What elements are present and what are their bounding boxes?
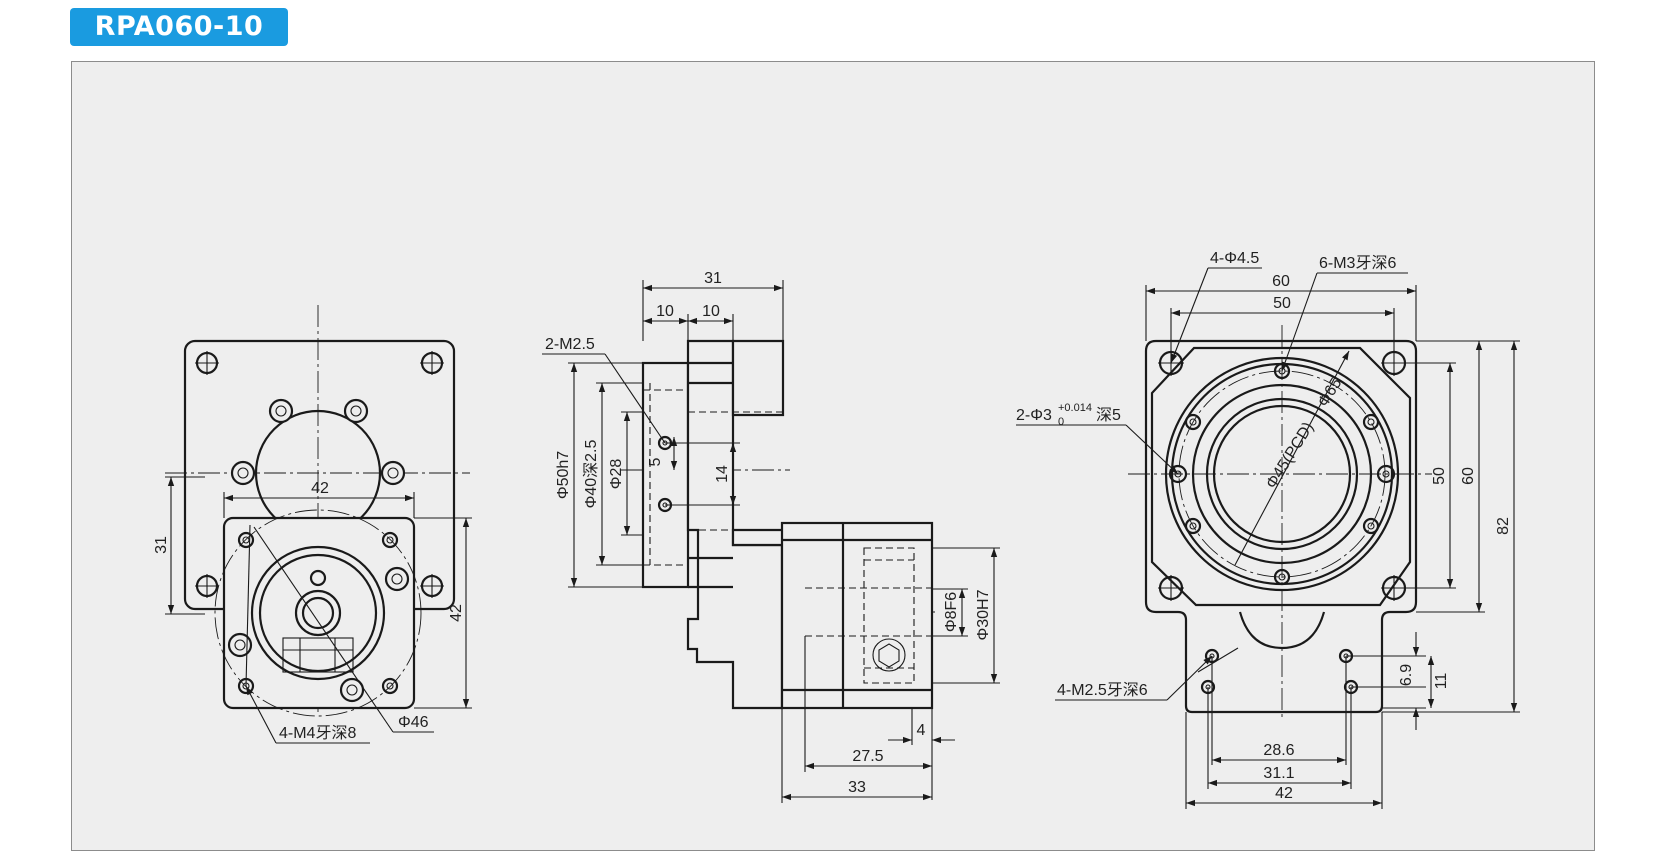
tab-holes-4-m2-5 (1200, 648, 1359, 695)
dim-31-vertical: 31 (153, 536, 170, 554)
callout-pin-depth: 深5 (1096, 406, 1121, 424)
model-name: RPA060-10 (94, 11, 264, 42)
callout-phi46: Φ46 (398, 714, 429, 731)
dim-50-vertical: 50 (1431, 467, 1448, 485)
callout-pin-tol-lower: 0 (1058, 416, 1064, 428)
flange-corner-holes (195, 351, 444, 598)
dim-phi28: Φ28 (608, 459, 625, 490)
side-view: 31 10 10 2-M2.5 Φ50h7 Φ40深2.5 Φ28 5 14 (542, 270, 1000, 803)
dim-50-top: 50 (1273, 295, 1291, 312)
dim-27-5: 27.5 (852, 748, 883, 765)
dim-6-9: 6.9 (1398, 664, 1415, 686)
dim-phi30: Φ30H7 (975, 589, 992, 640)
dim-phi40-depth: Φ40深2.5 (582, 439, 600, 508)
dim-60-top: 60 (1272, 273, 1290, 290)
dim-pcd: Φ45(PCD) (1263, 419, 1317, 492)
dim-60-vertical: 60 (1460, 467, 1477, 485)
dim-4: 4 (917, 722, 926, 739)
body-corner-holes (227, 531, 410, 703)
drawing-panel (71, 61, 1595, 851)
dim-28-6: 28.6 (1263, 742, 1294, 759)
dim-5: 5 (647, 457, 664, 466)
callout-m3-thread: 6-M3牙深6 (1319, 254, 1396, 272)
callout-m25-side: 2-M2.5 (545, 336, 595, 353)
dim-10-b: 10 (702, 303, 720, 320)
model-title-tab: RPA060-10 (70, 8, 288, 46)
dim-10-a: 10 (656, 303, 674, 320)
dim-42-bottom: 42 (1275, 785, 1293, 802)
right-view: 60 50 4-Φ4.5 6-M3牙深6 2-Φ3 +0.014 0 深5 Φ6… (1016, 250, 1520, 809)
left-view: 42 31 42 4-M4牙深8 Φ46 (153, 305, 472, 744)
callout-pin-holes: 2-Φ3 (1016, 407, 1052, 424)
dim-phi8: Φ8F6 (943, 592, 960, 632)
callout-phi4-5-holes: 4-Φ4.5 (1210, 250, 1259, 267)
dim-31-top: 31 (704, 270, 722, 287)
dim-11: 11 (1433, 673, 1450, 690)
pcd-holes-6-m3 (1184, 362, 1380, 586)
dim-31-1: 31.1 (1263, 765, 1294, 782)
callout-m2-5-thread: 4-M2.5牙深6 (1057, 681, 1148, 699)
callout-pin-tol-upper: +0.014 (1058, 402, 1092, 414)
callout-m4-thread: 4-M4牙深8 (279, 724, 356, 742)
dim-82: 82 (1495, 517, 1512, 535)
dim-42-vertical: 42 (448, 604, 465, 622)
dim-14: 14 (714, 465, 731, 483)
callout-pin-prefix: 2-Φ3 (1016, 407, 1052, 424)
dim-phi50: Φ50h7 (555, 451, 572, 499)
dim-42-horizontal: 42 (311, 480, 329, 497)
dim-33: 33 (848, 779, 866, 796)
